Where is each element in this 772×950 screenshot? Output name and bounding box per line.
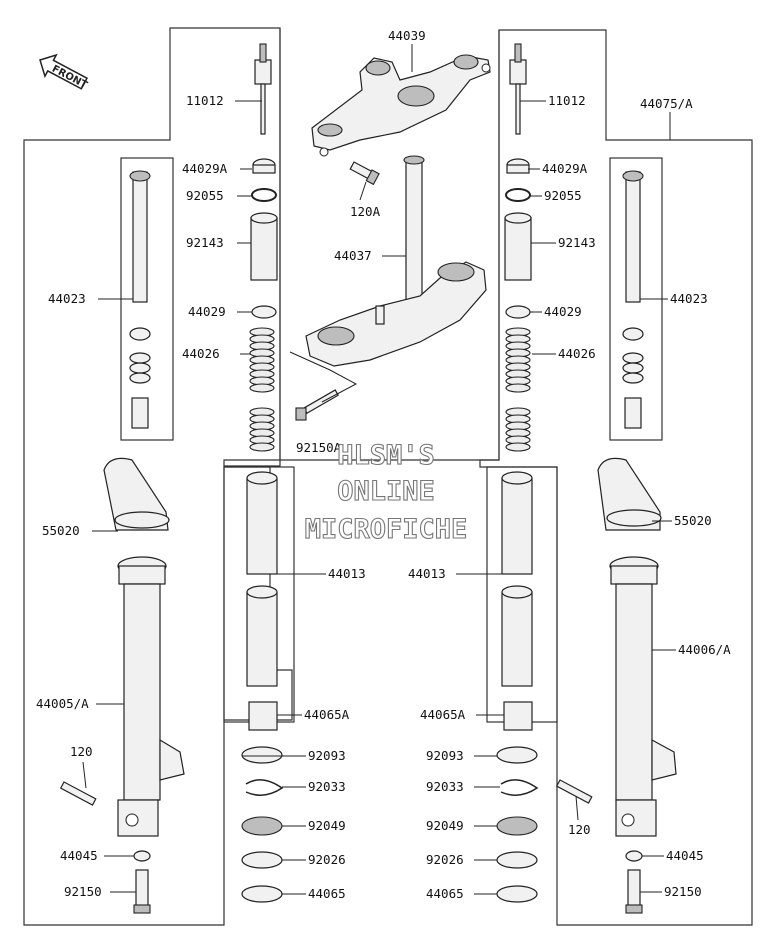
part-labels: 11012 44039 44075/A 44029A 92055 120A 92… — [36, 28, 731, 901]
label-44013-right: 44013 — [408, 566, 446, 581]
label-92055-right: 92055 — [544, 188, 582, 203]
spring-coil — [249, 442, 275, 452]
left-fork-guard — [103, 457, 170, 531]
label-92143-left: 92143 — [186, 235, 224, 250]
right-stack-parts — [504, 43, 532, 452]
label-44026-right: 44026 — [558, 346, 596, 361]
label-44039: 44039 — [388, 28, 426, 43]
label-44006a: 44006/A — [678, 642, 731, 657]
watermark-line-3: MICROFICHE — [305, 514, 468, 545]
label-55020-left: 55020 — [42, 523, 80, 538]
right-inner-tube — [501, 471, 533, 731]
label-44037: 44037 — [334, 248, 372, 263]
upper-triple-clamp-part — [311, 54, 491, 157]
label-92049-right: 92049 — [426, 818, 464, 833]
label-44013-left: 44013 — [328, 566, 366, 581]
watermark: HLSM'S ONLINE MICROFICHE — [304, 439, 468, 545]
right-fork-spring — [505, 327, 531, 452]
left-assembly-frame — [23, 27, 293, 926]
label-120-left: 120 — [70, 744, 93, 759]
left-seal-stack — [59, 746, 284, 914]
label-44075a: 44075/A — [640, 96, 693, 111]
label-120a: 120A — [350, 204, 381, 219]
label-44026-left: 44026 — [182, 346, 220, 361]
label-44029a-right: 44029A — [542, 161, 588, 176]
center-frame — [279, 28, 500, 461]
left-fork-spring — [249, 327, 275, 452]
label-44045-left: 44045 — [60, 848, 98, 863]
label-92033-right: 92033 — [426, 779, 464, 794]
label-92143-right: 92143 — [558, 235, 596, 250]
label-44005a: 44005/A — [36, 696, 89, 711]
label-120-right: 120 — [568, 822, 591, 837]
right-outer-tube — [609, 556, 677, 837]
watermark-line-1: HLSM'S — [337, 440, 435, 471]
label-44029-left: 44029 — [188, 304, 226, 319]
label-11012-left: 11012 — [186, 93, 224, 108]
left-outer-tube — [117, 556, 185, 837]
label-92150-right: 92150 — [664, 884, 702, 899]
right-cartridge-part — [622, 170, 644, 429]
label-92049-left: 92049 — [308, 818, 346, 833]
left-inner-tube — [246, 471, 278, 731]
label-11012-right: 11012 — [548, 93, 586, 108]
bolt-120a — [349, 161, 380, 186]
label-44065-left: 44065 — [308, 886, 346, 901]
label-92150-left: 92150 — [64, 884, 102, 899]
label-44023-right: 44023 — [670, 291, 708, 306]
lower-triple-clamp-part — [305, 155, 487, 367]
label-92026-left: 92026 — [308, 852, 346, 867]
front-arrow-badge: FRONT — [39, 53, 89, 92]
bolt-92150a — [289, 351, 358, 421]
spring-coil — [249, 383, 275, 393]
label-44029a-left: 44029A — [182, 161, 228, 176]
label-44029-right: 44029 — [544, 304, 582, 319]
label-92093-right: 92093 — [426, 748, 464, 763]
label-92026-right: 92026 — [426, 852, 464, 867]
label-92150a: 92150A — [296, 440, 342, 455]
left-stack-parts — [249, 43, 278, 452]
label-44023-left: 44023 — [48, 291, 86, 306]
label-44065a-right: 44065A — [420, 707, 466, 722]
front-label: FRONT — [50, 64, 89, 92]
spring-coil — [505, 383, 531, 393]
watermark-line-2: ONLINE — [337, 476, 435, 507]
right-fork-guard — [597, 457, 662, 531]
label-44065-right: 44065 — [426, 886, 464, 901]
label-92055-left: 92055 — [186, 188, 224, 203]
left-assembly-frame-edge — [224, 460, 281, 467]
right-seal-stack — [496, 746, 643, 914]
label-92093-left: 92093 — [308, 748, 346, 763]
label-44065a-left: 44065A — [304, 707, 350, 722]
label-44045-right: 44045 — [666, 848, 704, 863]
label-55020-right: 55020 — [674, 513, 712, 528]
label-92033-left: 92033 — [308, 779, 346, 794]
leader-lines — [82, 44, 676, 895]
left-cartridge-part — [129, 170, 151, 429]
spring-coil — [505, 442, 531, 452]
